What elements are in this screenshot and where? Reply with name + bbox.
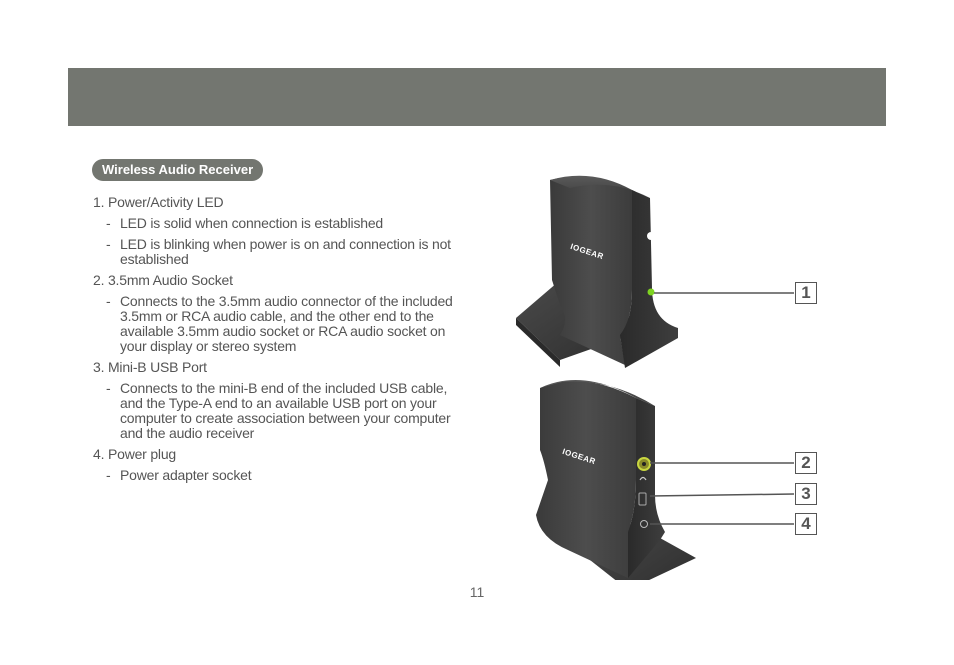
callout-4: 4 bbox=[795, 513, 817, 535]
feature-item-audio-socket: 2. 3.5mm Audio Socket Connects to the 3.… bbox=[93, 273, 473, 354]
receiver-side-view bbox=[536, 380, 795, 580]
callout-2: 2 bbox=[795, 452, 817, 474]
feature-item-power-plug: 4. Power plug Power adapter socket bbox=[93, 446, 473, 484]
device-side-panel bbox=[628, 398, 665, 578]
device-illustration bbox=[516, 175, 795, 580]
power-icon bbox=[647, 232, 655, 240]
device-figure: IOGEAR IOGEAR 1 2 3 4 bbox=[500, 160, 840, 580]
feature-title: 3. Mini-B USB Port bbox=[93, 359, 207, 375]
callout-line bbox=[649, 493, 795, 497]
device-top bbox=[550, 175, 650, 198]
headphone-icon bbox=[639, 476, 647, 481]
feature-bullet: LED is solid when connection is establis… bbox=[93, 216, 473, 232]
feature-item-usb-port: 3. Mini-B USB Port Connects to the mini-… bbox=[93, 360, 473, 441]
feature-bullet: Connects to the mini-B end of the includ… bbox=[93, 381, 473, 441]
device-front-face bbox=[536, 380, 636, 578]
feature-list: 1. Power/Activity LED LED is solid when … bbox=[93, 195, 473, 489]
feature-title: 4. Power plug bbox=[93, 446, 177, 462]
feature-item-led: 1. Power/Activity LED LED is solid when … bbox=[93, 195, 473, 267]
usb-port-icon bbox=[638, 492, 647, 506]
device-side-panel bbox=[620, 190, 678, 368]
feature-bullet: Power adapter socket bbox=[93, 468, 473, 484]
feature-bullet: Connects to the 3.5mm audio connector of… bbox=[93, 294, 473, 354]
callout-3: 3 bbox=[795, 483, 817, 505]
section-title: Wireless Audio Receiver bbox=[92, 159, 264, 181]
feature-title: 2. 3.5mm Audio Socket bbox=[93, 272, 233, 288]
feature-bullet: LED is blinking when power is on and con… bbox=[93, 237, 473, 267]
feature-title: 1. Power/Activity LED bbox=[93, 194, 224, 210]
header-bar bbox=[68, 68, 886, 126]
callout-1: 1 bbox=[795, 282, 817, 304]
device-front-face bbox=[550, 176, 632, 365]
power-jack-icon bbox=[640, 520, 648, 528]
receiver-top-view bbox=[516, 175, 794, 368]
page-number: 11 bbox=[469, 584, 485, 600]
power-led-icon bbox=[647, 288, 655, 296]
